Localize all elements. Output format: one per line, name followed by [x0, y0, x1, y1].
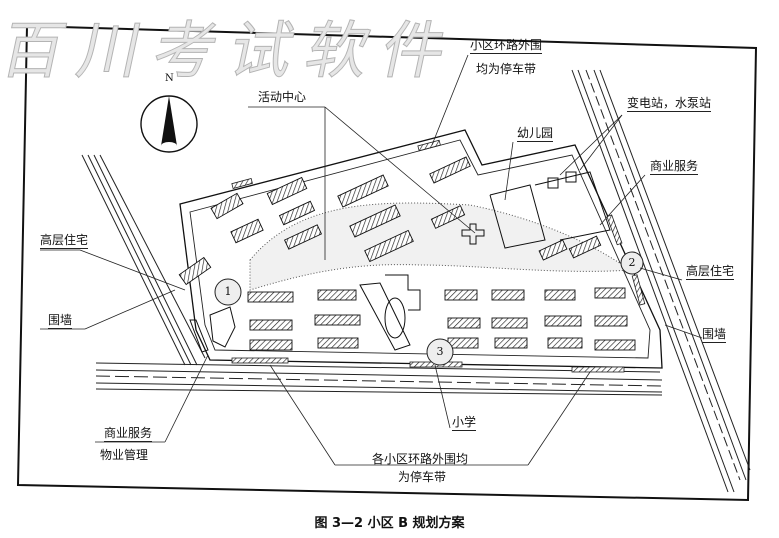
internal-loop-road [189, 139, 651, 359]
label-perimeter-parking-top-1: 小区环路外围 [470, 38, 543, 54]
label-property-management: 物业管理 [100, 448, 149, 462]
marker-3: 3 [436, 345, 444, 358]
figure-caption: 图 3—2 小区 B 规划方案 [314, 516, 465, 531]
label-perimeter-parking-bottom-2: 为停车带 [398, 470, 447, 484]
buildings [178, 156, 636, 351]
drawing-frame [16, 24, 758, 502]
right-road [571, 69, 751, 493]
marker-1-circle [214, 278, 242, 306]
label-kindergarten: 幼儿园 [517, 126, 554, 142]
leader-lines [40, 54, 703, 466]
marker-1: 1 [224, 285, 232, 298]
label-wall-left: 围墙 [48, 313, 73, 329]
label-commercial-right: 商业服务 [650, 159, 699, 175]
marker-2-circle [620, 251, 644, 275]
label-substation-pump: 变电站，水泵站 [627, 96, 712, 112]
label-wall-right: 围墙 [702, 327, 727, 343]
label-activity-center: 活动中心 [258, 90, 307, 104]
north-label: N [165, 73, 174, 84]
facility-outlines [189, 171, 611, 353]
label-primary-school: 小学 [452, 415, 477, 431]
school-track [384, 297, 406, 339]
label-perimeter-parking-top-2: 均为停车带 [476, 62, 537, 76]
label-commercial-left: 商业服务 [104, 426, 153, 442]
watermark: 百川考试软件 [0, 14, 467, 88]
left-road [81, 154, 206, 366]
north-compass [140, 95, 198, 153]
label-highrise-right: 高层住宅 [686, 264, 735, 280]
central-green [249, 202, 632, 291]
label-highrise-left: 高层住宅 [40, 233, 89, 249]
marker-2: 2 [628, 256, 636, 269]
marker-3-circle [426, 338, 454, 366]
label-perimeter-parking-bottom-1: 各小区环路外围均 [372, 452, 469, 466]
